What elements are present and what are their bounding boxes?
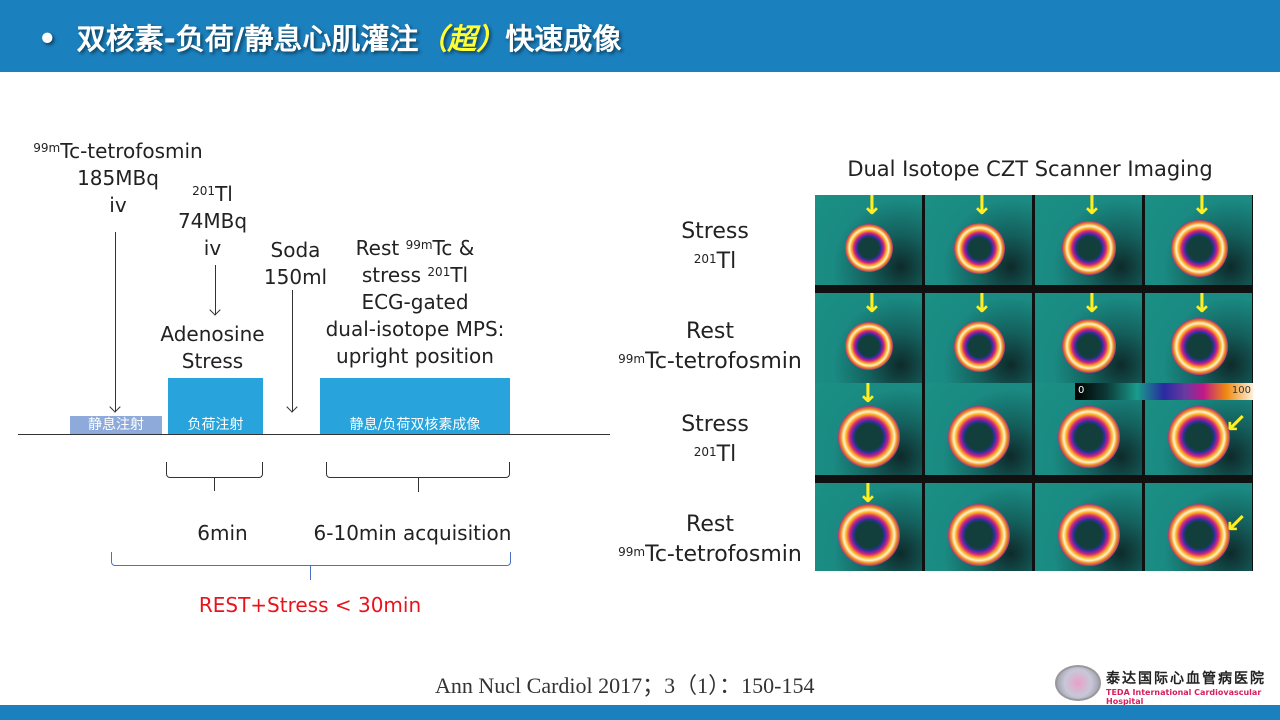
acq-duration: 6-10min acquisition [313, 521, 512, 545]
spect-tile: ↙ [1145, 483, 1252, 571]
myocardium-ring [953, 222, 1005, 274]
myocardium-ring [838, 504, 900, 566]
spect-tile: ↓ [815, 293, 922, 383]
myocardium-ring [838, 406, 900, 468]
yellow-arrow-icon: ↓ [1081, 293, 1103, 319]
myocardium-ring [948, 504, 1010, 566]
title-bar: • 双核素-负荷/静息心肌灌注（超）快速成像 [0, 0, 1280, 72]
spect-tile: ↓ [1035, 293, 1142, 383]
brace-acq [326, 462, 510, 478]
myocardium-ring [953, 320, 1005, 372]
spect-tile [1035, 483, 1142, 571]
rest-injection-box: 静息注射 [70, 416, 162, 434]
spect-tile: ↓ [925, 293, 1032, 383]
myocardium-ring [845, 224, 893, 272]
title-main: 双核素-负荷/静息心肌灌注 [76, 22, 419, 56]
stress-injection-box: 负荷注射 [168, 378, 263, 434]
spect-tile: ↓ [815, 195, 922, 285]
spect-tile [925, 383, 1032, 475]
yellow-arrow-icon: ↓ [857, 383, 879, 409]
arrow-tc [115, 232, 116, 412]
slide-title: • 双核素-负荷/静息心肌灌注（超）快速成像 [38, 16, 621, 58]
spect-tile: ↓ [925, 195, 1032, 285]
spect-tile [925, 483, 1032, 571]
myocardium-ring [1058, 406, 1120, 468]
arrow-soda [292, 290, 293, 412]
hospital-name-en: TEDA International Cardiovascular Hospit… [1106, 688, 1262, 706]
title-highlight: （超） [418, 22, 506, 56]
footer-bar [0, 705, 1280, 720]
yellow-arrow-icon: ↓ [861, 195, 883, 221]
myocardium-ring [1170, 317, 1228, 375]
yellow-arrow-icon: ↓ [857, 483, 879, 509]
myocardium-ring [1168, 406, 1230, 468]
yellow-arrow-icon: ↓ [1081, 195, 1103, 221]
brace-stress [166, 462, 263, 478]
spect-tile: ↓ [815, 383, 922, 475]
spect-tile: ↓ [1145, 195, 1252, 285]
yellow-arrow-icon: ↓ [971, 293, 993, 319]
stress-duration: 6min [197, 521, 248, 545]
myocardium-ring [948, 406, 1010, 468]
spect-tile: ↙ [1145, 383, 1252, 475]
myocardium-ring [1062, 221, 1116, 275]
hospital-name-cn: 泰达国际心血管病医院 [1106, 671, 1266, 687]
imaging-box: 静息/负荷双核素成像 [320, 378, 510, 434]
hospital-logo [1055, 665, 1101, 701]
brace-total [111, 552, 511, 566]
yellow-arrow-icon: ↓ [1191, 293, 1213, 319]
total-time: REST+Stress < 30min [198, 593, 422, 617]
arrow-tl [215, 265, 216, 315]
yellow-arrow-icon: ↙ [1225, 509, 1247, 539]
bullet: • [38, 22, 57, 56]
myocardium-ring [1170, 219, 1228, 277]
yellow-arrow-icon: ↓ [971, 195, 993, 221]
myocardium-ring [845, 322, 893, 370]
myocardium-ring [1168, 504, 1230, 566]
spect-tile: ↓ [1035, 195, 1142, 285]
spect-tile: ↓ [815, 483, 922, 571]
timeline [18, 434, 610, 435]
spect-tile: ↓ [1145, 293, 1252, 383]
title-end: 快速成像 [505, 22, 622, 56]
figure-title: Dual Isotope CZT Scanner Imaging [847, 157, 1213, 181]
myocardium-ring [1062, 319, 1116, 373]
yellow-arrow-icon: ↙ [1225, 409, 1247, 439]
yellow-arrow-icon: ↓ [861, 293, 883, 319]
yellow-arrow-icon: ↓ [1191, 195, 1213, 221]
myocardium-ring [1058, 504, 1120, 566]
reference-citation: Ann Nucl Cardiol 2017；3（1）：150-154 [435, 673, 815, 698]
